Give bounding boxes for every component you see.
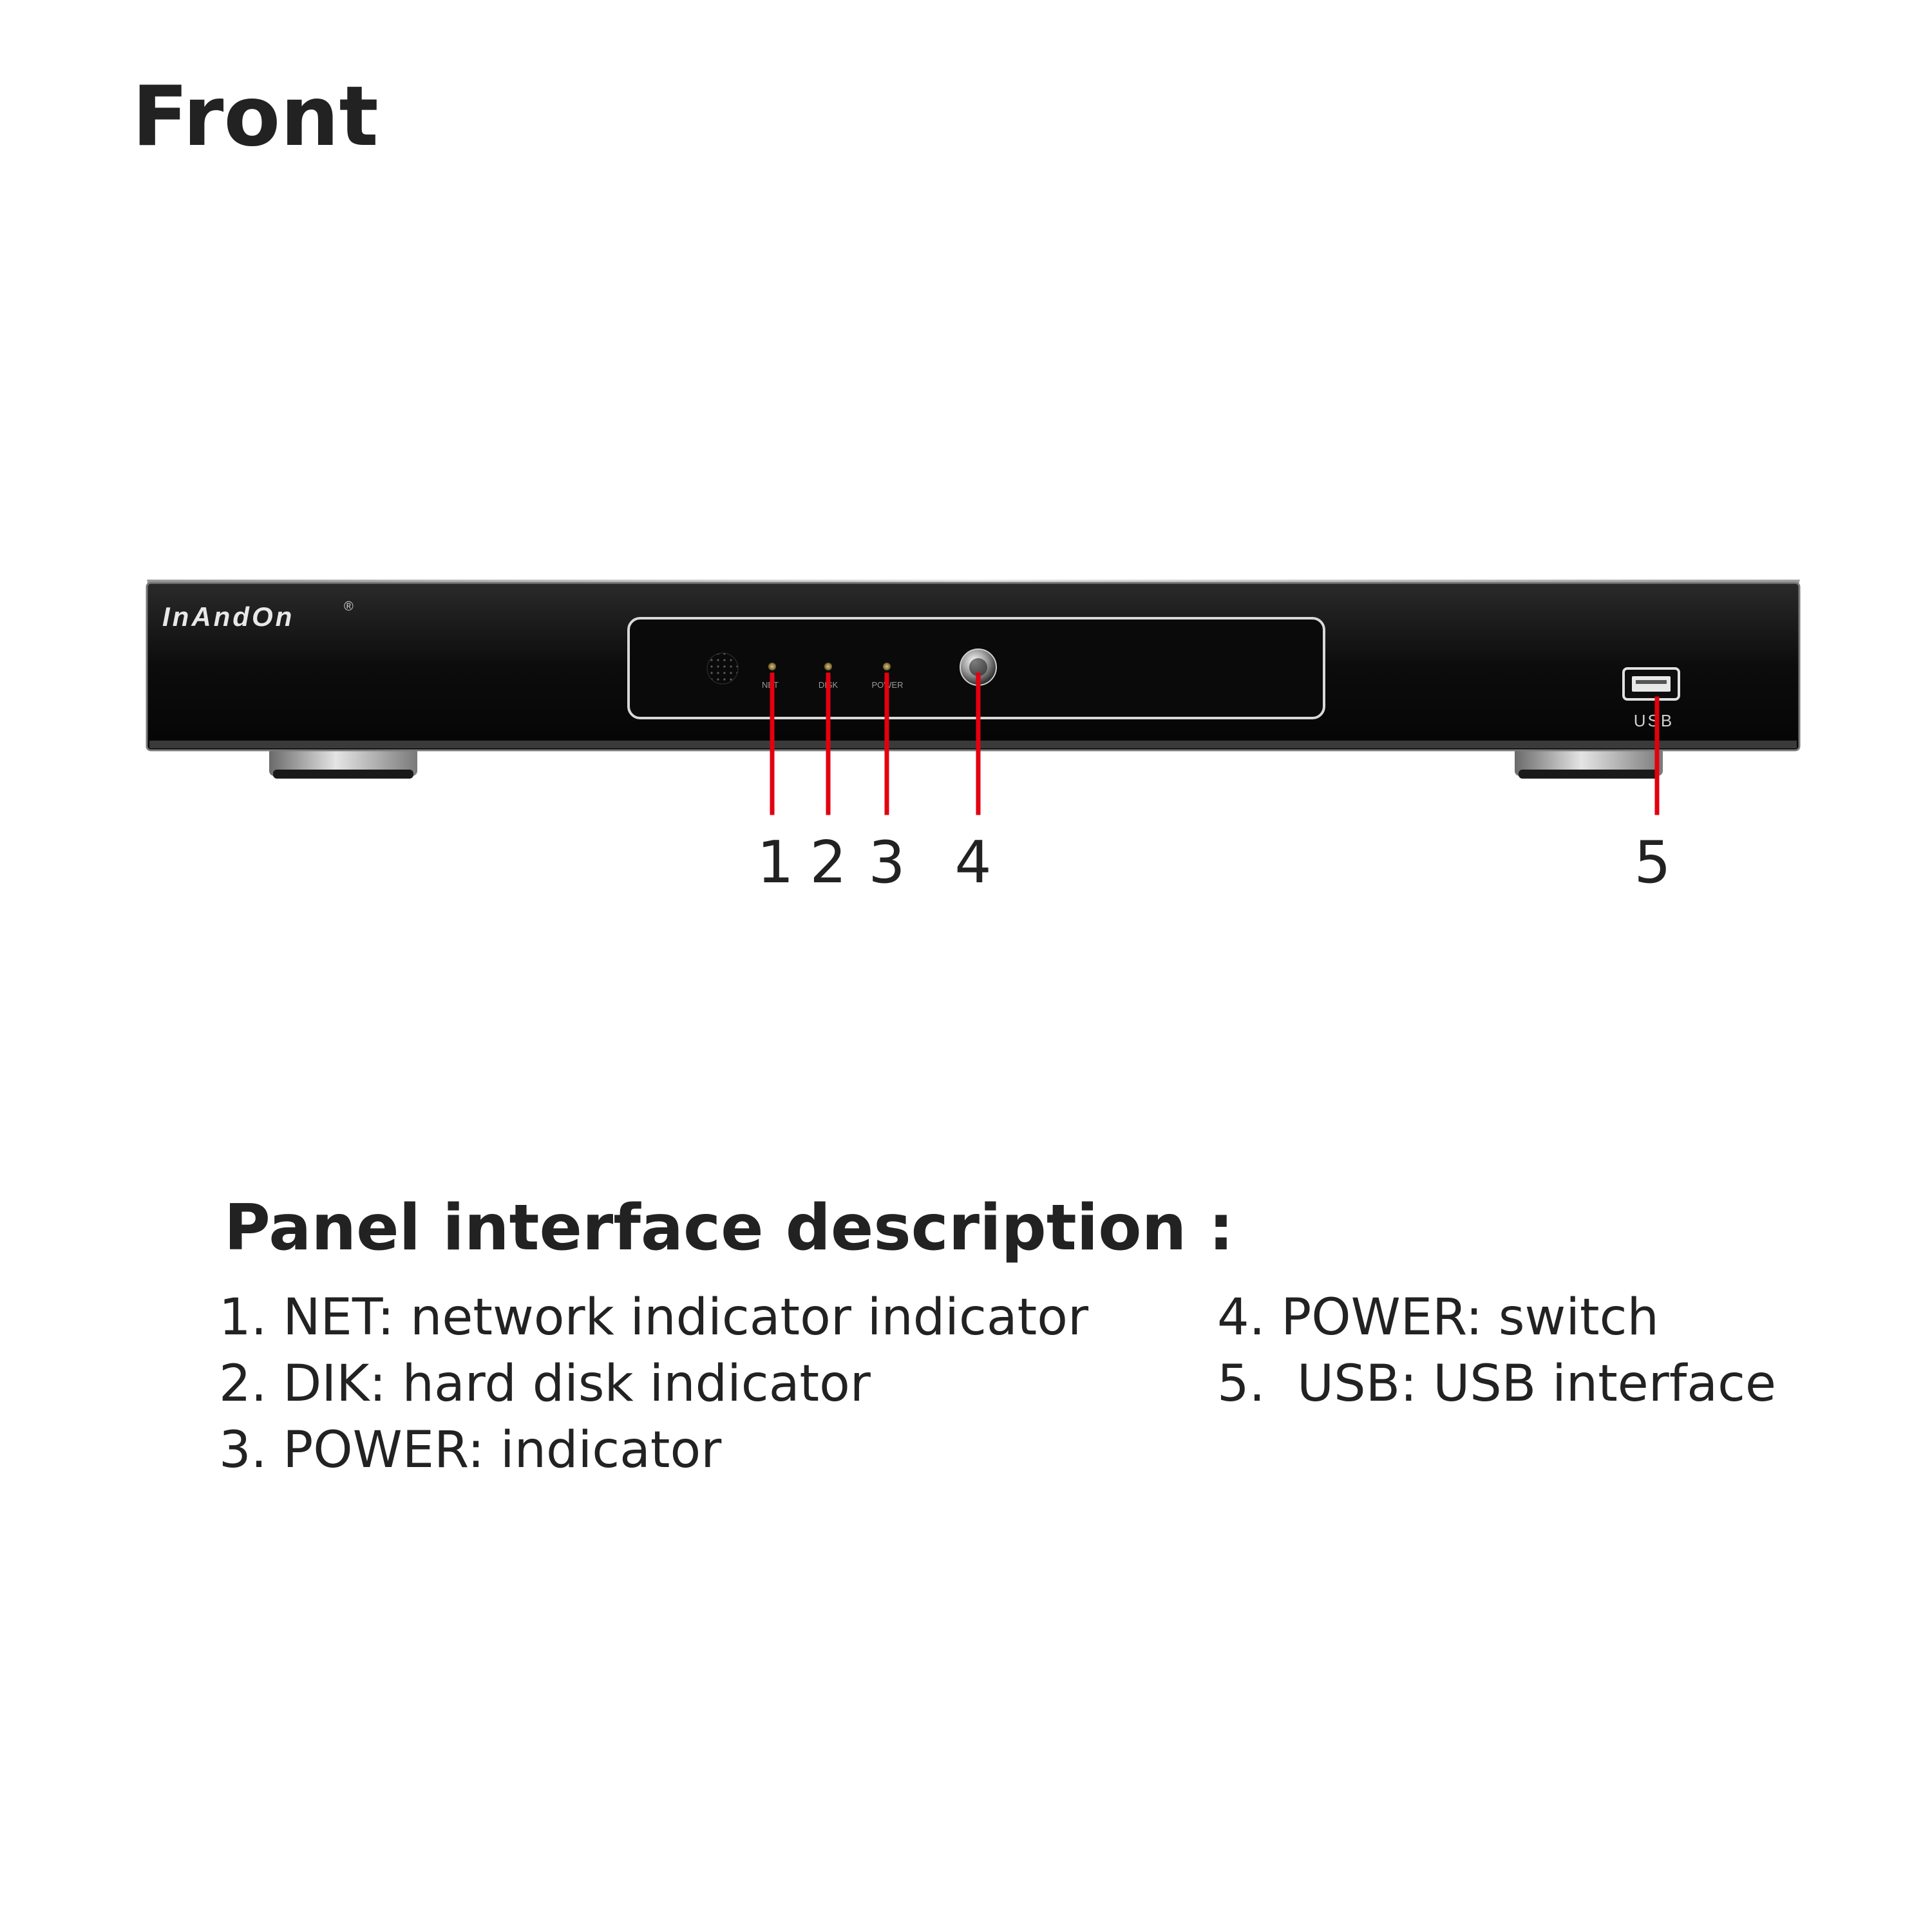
description-item-power-switch: 4. POWER: switch — [1217, 1289, 1659, 1347]
ir-receiver-grill — [706, 652, 739, 685]
callout-number-2: 2 — [810, 829, 846, 896]
description-list-left: 1. NET: network indicator indicator 2. D… — [219, 1285, 1088, 1484]
usb-label: USB — [1634, 711, 1674, 730]
registered-mark: ® — [344, 600, 354, 614]
description-item-usb: 5. USB: USB interface — [1217, 1355, 1776, 1413]
net-led — [768, 663, 776, 670]
disk-led — [824, 663, 832, 670]
foot-right — [1515, 747, 1663, 779]
description-heading: Panel interface description : — [224, 1191, 1234, 1265]
callout-number-1: 1 — [757, 829, 793, 896]
description-item-power-indicator: 3. POWER: indicator — [219, 1421, 722, 1479]
power-led — [883, 663, 891, 670]
page-title: Front — [132, 69, 379, 165]
description-item-net: 1. NET: network indicator indicator — [219, 1289, 1089, 1347]
brand-logo: InAndOn — [162, 601, 294, 632]
description-list-right: 4. POWER: switch 5. USB: USB interface — [1217, 1285, 1776, 1417]
foot-left — [269, 747, 417, 779]
callout-number-5: 5 — [1634, 829, 1671, 896]
callout-lines — [770, 672, 1660, 815]
usb-port[interactable] — [1622, 667, 1680, 701]
callout-number-3: 3 — [868, 829, 905, 896]
callout-number-4: 4 — [954, 829, 991, 896]
description-item-disk: 2. DIK: hard disk indicator — [219, 1355, 871, 1413]
